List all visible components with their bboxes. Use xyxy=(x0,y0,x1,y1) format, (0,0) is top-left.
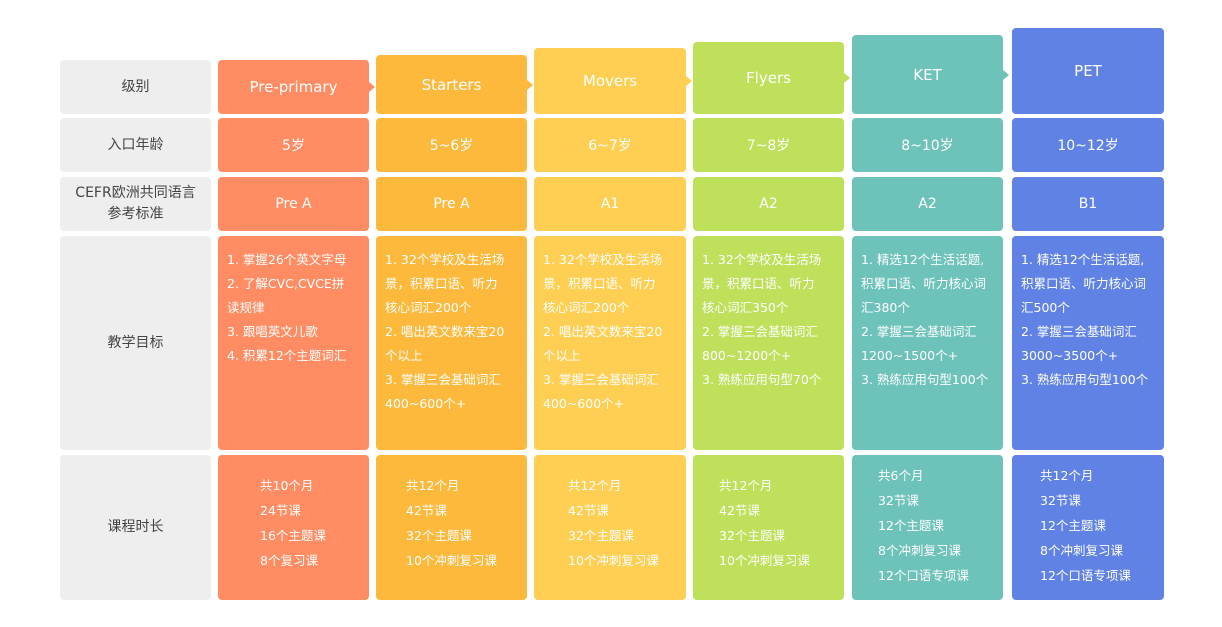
age-cell-3: 7~8岁 xyxy=(693,118,844,172)
level-header-4: KET xyxy=(852,35,1003,114)
duration-cell-0-text: 共10个月 24节课 16个主题课 8个复习课 xyxy=(260,478,326,568)
goals-cell-1: 1. 32个学校及生活场 景，积累口语、听力 核心词汇200个 2. 唱出英文数… xyxy=(376,236,527,450)
goals-cell-2-text: 1. 32个学校及生活场 景，积累口语、听力 核心词汇200个 2. 唱出英文数… xyxy=(543,252,663,411)
goals-cell-5: 1. 精选12个生活话题, 积累口语、听力核心词 汇500个 2. 掌握三会基础… xyxy=(1012,236,1164,450)
cefr-cell-0: Pre A xyxy=(218,177,369,231)
age-cell-0-text: 5岁 xyxy=(282,138,305,154)
age-cell-5-text: 10~12岁 xyxy=(1057,138,1119,154)
cefr-cell-5-text: B1 xyxy=(1078,196,1098,212)
age-cell-0: 5岁 xyxy=(218,118,369,172)
duration-cell-3: 共12个月 42节课 32个主题课 10个冲刺复习课 xyxy=(693,455,844,600)
age-cell-2-text: 6~7岁 xyxy=(588,138,632,154)
arrow-icon xyxy=(686,76,692,86)
cefr-cell-2-text: A1 xyxy=(600,196,620,212)
level-header-1: Starters xyxy=(376,55,527,114)
level-header-2: Movers xyxy=(534,48,686,114)
duration-cell-4-text: 共6个月 32节课 12个主题课 8个冲刺复习课 12个口语专项课 xyxy=(878,468,969,583)
age-cell-3-text: 7~8岁 xyxy=(746,138,791,154)
cefr-cell-3: A2 xyxy=(693,177,844,231)
arrow-icon xyxy=(369,82,375,92)
level-header-1-text: Starters xyxy=(421,75,482,94)
level-header-5-text: PET xyxy=(1074,62,1102,80)
level-header-3: Flyers xyxy=(693,42,844,114)
goals-cell-1-text: 1. 32个学校及生活场 景，积累口语、听力 核心词汇200个 2. 唱出英文数… xyxy=(385,252,505,411)
goals-cell-2: 1. 32个学校及生活场 景，积累口语、听力 核心词汇200个 2. 唱出英文数… xyxy=(534,236,686,450)
duration-cell-2: 共12个月 42节课 32个主题课 10个冲刺复习课 xyxy=(534,455,686,600)
goals-cell-4-text: 1. 精选12个生活话题, 积累口语、听力核心词 汇380个 2. 掌握三会基础… xyxy=(861,252,989,387)
goals-cell-3-text: 1. 32个学校及生活场 景，积累口语、听力 核心词汇350个 2. 掌握三会基… xyxy=(702,252,822,387)
arrow-icon xyxy=(844,73,850,83)
cefr-cell-5: B1 xyxy=(1012,177,1164,231)
row-label-age: 入口年龄 xyxy=(60,118,211,172)
duration-cell-4: 共6个月 32节课 12个主题课 8个冲刺复习课 12个口语专项课 xyxy=(852,455,1003,600)
level-header-0: Pre-primary xyxy=(218,60,369,114)
age-cell-4-text: 8~10岁 xyxy=(901,138,954,154)
age-cell-2: 6~7岁 xyxy=(534,118,686,172)
cefr-cell-4: A2 xyxy=(852,177,1003,231)
duration-cell-5-text: 共12个月 32节课 12个主题课 8个冲刺复习课 12个口语专项课 xyxy=(1040,468,1131,583)
arrow-icon xyxy=(1003,69,1009,80)
duration-cell-1-text: 共12个月 42节课 32个主题课 10个冲刺复习课 xyxy=(406,478,497,568)
goals-cell-4: 1. 精选12个生活话题, 积累口语、听力核心词 汇380个 2. 掌握三会基础… xyxy=(852,236,1003,450)
duration-cell-3-text: 共12个月 42节课 32个主题课 10个冲刺复习课 xyxy=(719,478,810,568)
level-header-2-text: Movers xyxy=(582,72,638,90)
row-label-level: 级别 xyxy=(60,60,211,114)
cefr-cell-1-text: Pre A xyxy=(433,196,470,212)
row-label-cefr: CEFR欧洲共同语言 参考标准 xyxy=(60,177,211,231)
arrow-icon xyxy=(527,79,533,90)
goals-cell-0-text: 1. 掌握26个英文字母 2. 了解CVC,CVCE拼 读规律 3. 跟唱英文儿… xyxy=(227,252,347,363)
age-cell-4: 8~10岁 xyxy=(852,118,1003,172)
level-header-4-text: KET xyxy=(913,65,942,84)
cefr-cell-4-text: A2 xyxy=(918,196,937,212)
duration-cell-1: 共12个月 42节课 32个主题课 10个冲刺复习课 xyxy=(376,455,527,600)
age-cell-5: 10~12岁 xyxy=(1012,118,1164,172)
age-cell-1-text: 5~6岁 xyxy=(429,138,474,154)
goals-cell-3: 1. 32个学校及生活场 景，积累口语、听力 核心词汇350个 2. 掌握三会基… xyxy=(693,236,844,450)
cefr-cell-1: Pre A xyxy=(376,177,527,231)
cefr-cell-3-text: A2 xyxy=(759,196,778,212)
duration-cell-2-text: 共12个月 42节课 32个主题课 10个冲刺复习课 xyxy=(568,478,659,568)
level-header-3-text: Flyers xyxy=(746,69,791,87)
cefr-cell-0-text: Pre A xyxy=(275,196,312,212)
cefr-cell-2: A1 xyxy=(534,177,686,231)
duration-cell-0: 共10个月 24节课 16个主题课 8个复习课 xyxy=(218,455,369,600)
age-cell-1: 5~6岁 xyxy=(376,118,527,172)
row-label-goals: 教学目标 xyxy=(60,236,211,450)
duration-cell-5: 共12个月 32节课 12个主题课 8个冲刺复习课 12个口语专项课 xyxy=(1012,455,1164,600)
goals-cell-5-text: 1. 精选12个生活话题, 积累口语、听力核心词 汇500个 2. 掌握三会基础… xyxy=(1021,252,1149,387)
level-header-0-text: Pre-primary xyxy=(249,78,338,96)
goals-cell-0: 1. 掌握26个英文字母 2. 了解CVC,CVCE拼 读规律 3. 跟唱英文儿… xyxy=(218,236,369,450)
row-label-duration: 课程时长 xyxy=(60,455,211,600)
level-header-5: PET xyxy=(1012,28,1164,114)
